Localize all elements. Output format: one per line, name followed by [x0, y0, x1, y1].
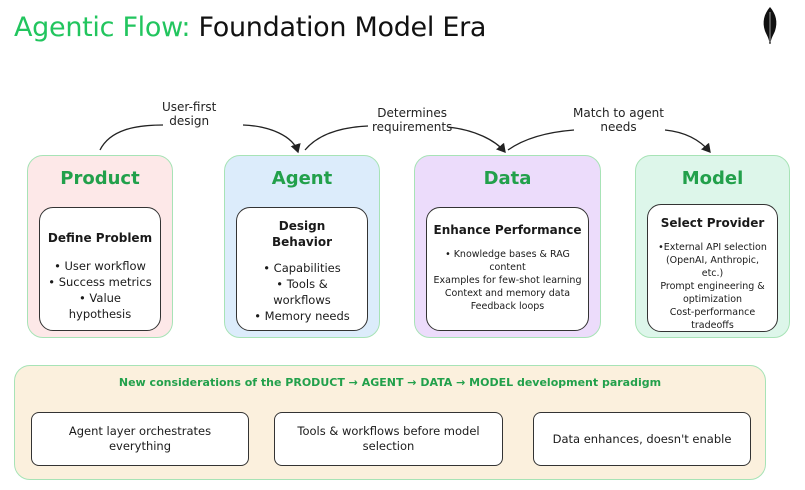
page-title: Agentic Flow: Foundation Model Era [14, 12, 486, 43]
card-title: Define Problem [47, 231, 153, 245]
connector-agent-to-data-start [304, 125, 369, 151]
list-item: workflows [273, 293, 331, 307]
card-title: Select Provider [660, 216, 765, 230]
card-title: Enhance Performance [433, 223, 582, 237]
card-enhance-performance: Enhance Performance • Knowledge bases & … [426, 207, 589, 331]
consideration-card-agent-layer: Agent layer orchestrates everything [31, 412, 249, 466]
stage-title-product: Product [60, 168, 140, 189]
leaf-logo-icon [763, 7, 777, 44]
stage-title-agent: Agent [271, 168, 333, 189]
annotation-determines: Determines requirements [372, 106, 453, 134]
annotation-match: Match to agent needs [573, 106, 664, 134]
stage-model: Model Select Provider •External API sele… [635, 155, 790, 338]
stage-product: Product Define Problem • User workflow •… [27, 155, 173, 338]
card-list: • Knowledge bases & RAG content Examples… [433, 248, 582, 313]
list-item: • Knowledge bases & RAG [445, 249, 570, 260]
list-item: • Memory needs [254, 309, 350, 323]
stage-agent: Agent Design Behavior • Capabilities • T… [224, 155, 380, 338]
card-title: Design Behavior [271, 219, 333, 249]
connector-data-to-model-start [507, 129, 575, 151]
card-design-behavior: Design Behavior • Capabilities • Tools &… [236, 207, 368, 331]
list-item: (OpenAI, Anthropic, etc.) [665, 255, 760, 279]
list-item: content [489, 262, 526, 273]
list-item: optimization [682, 294, 743, 305]
paradigm-panel: New considerations of the PRODUCT → AGEN… [14, 365, 766, 480]
connector-product-to-agent-start [99, 124, 164, 151]
annotation-user-first: User-first design [162, 100, 217, 128]
list-item: Prompt engineering & [660, 281, 765, 292]
list-item: Feedback loops [470, 301, 545, 312]
connector-agent-to-data-end [447, 126, 506, 153]
stage-title-data: Data [483, 168, 532, 189]
list-item: •External API selection [658, 242, 767, 253]
connector-product-to-agent-end [242, 124, 301, 154]
card-list: • User workflow • Success metrics • Valu… [46, 258, 154, 322]
paradigm-title: New considerations of the PRODUCT → AGEN… [118, 376, 662, 389]
connector-data-to-model-end [664, 129, 711, 153]
stage-title-model: Model [681, 168, 744, 189]
consideration-card-data-enhances: Data enhances, doesn't enable [533, 412, 751, 466]
list-item: • User workflow [54, 259, 146, 273]
title-rest: Foundation Model Era [198, 12, 487, 43]
list-item: Examples for few-shot learning [433, 275, 582, 286]
list-item: • Capabilities [263, 261, 341, 275]
card-list: • Capabilities • Tools & workflows • Mem… [243, 260, 361, 324]
title-accent: Agentic Flow: [14, 12, 191, 43]
card-select-provider: Select Provider •External API selection … [647, 204, 778, 332]
stage-data: Data Enhance Performance • Knowledge bas… [414, 155, 601, 338]
list-item: • Success metrics [48, 275, 152, 289]
list-item: • Value hypothesis [68, 291, 132, 321]
list-item: • Tools & [276, 277, 328, 291]
list-item: tradeoffs [691, 320, 734, 331]
card-define-problem: Define Problem • User workflow • Success… [39, 207, 161, 331]
card-list: •External API selection (OpenAI, Anthrop… [654, 241, 771, 332]
consideration-card-tools-workflows: Tools & workflows before model selection [274, 412, 503, 466]
list-item: Context and memory data [444, 288, 571, 299]
list-item: Cost-performance [669, 307, 756, 318]
